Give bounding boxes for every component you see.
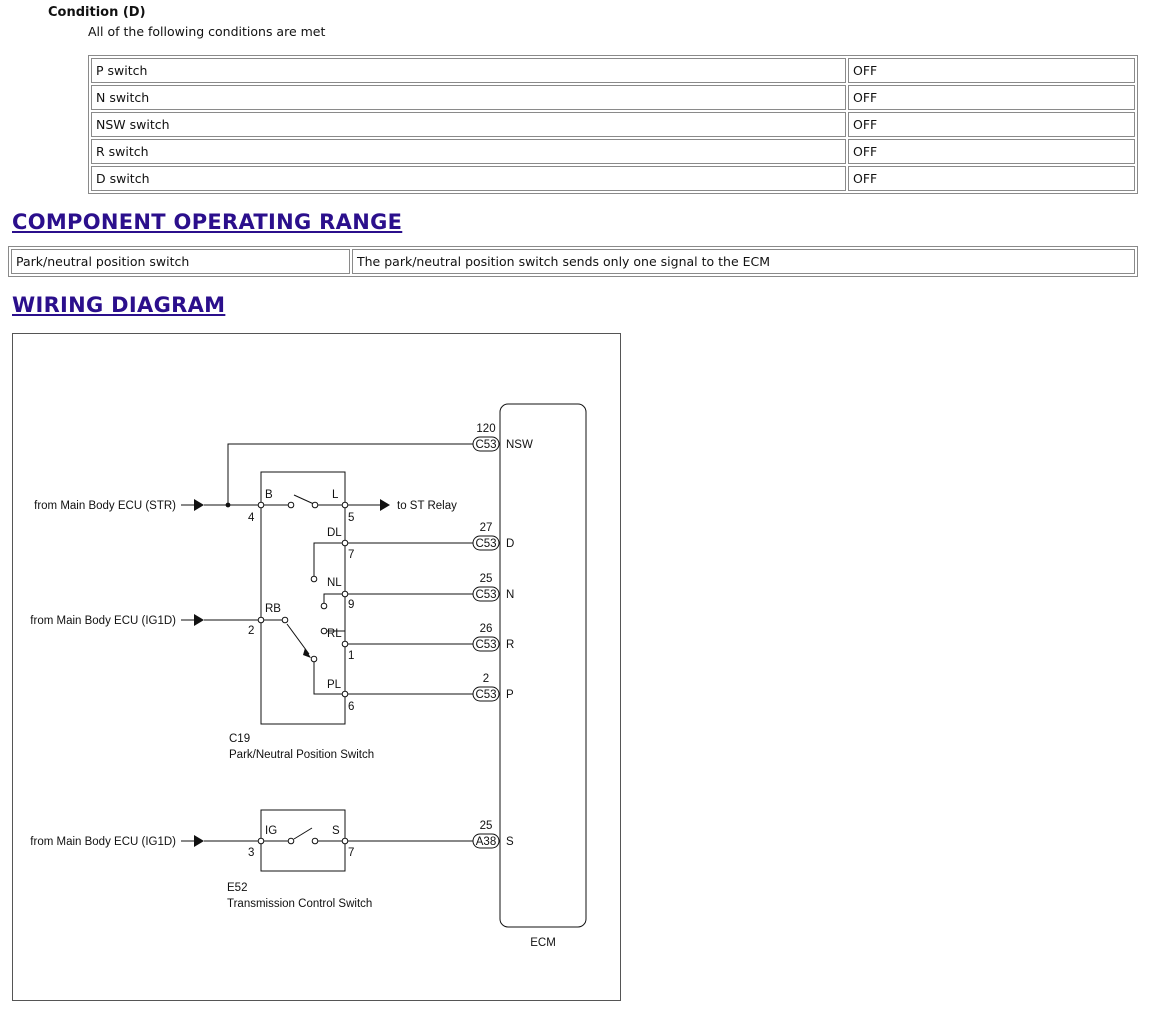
operating-range-table: Park/neutral position switch The park/ne… bbox=[8, 246, 1138, 277]
ecm-pin-number: 120 bbox=[476, 423, 495, 435]
table-cell: OFF bbox=[848, 139, 1135, 164]
arrow-head-icon bbox=[303, 648, 311, 658]
table-cell: The park/neutral position switch sends o… bbox=[352, 249, 1135, 274]
table-cell: OFF bbox=[848, 166, 1135, 191]
ecm-signal: P bbox=[506, 689, 514, 701]
connector-pill bbox=[472, 686, 500, 702]
ecm-signal: S bbox=[506, 836, 514, 848]
table-row: R switch OFF bbox=[91, 139, 1135, 164]
ecm-box bbox=[499, 403, 587, 928]
table-cell: OFF bbox=[848, 58, 1135, 83]
pin-number: 7 bbox=[348, 549, 354, 561]
table-row: P switch OFF bbox=[91, 58, 1135, 83]
table-row: NSW switch OFF bbox=[91, 112, 1135, 137]
ecm-signal: N bbox=[506, 589, 514, 601]
terminals bbox=[257, 501, 349, 845]
table-cell: OFF bbox=[848, 112, 1135, 137]
connector-code: C53 bbox=[475, 689, 496, 701]
terminal-label: RL bbox=[327, 628, 342, 640]
ecm-pin-number: 2 bbox=[483, 673, 489, 685]
pn-switch-box bbox=[260, 471, 346, 725]
terminal-label: NL bbox=[327, 577, 342, 589]
pin-number: 3 bbox=[248, 847, 254, 859]
terminal-label: PL bbox=[327, 679, 342, 691]
arrow-right-icon bbox=[380, 499, 390, 511]
ecm-pin-number: 26 bbox=[480, 623, 493, 635]
table-row: D switch OFF bbox=[91, 166, 1135, 191]
wiring-diagram: from Main Body ECU (STR) from Main Body … bbox=[12, 333, 621, 1001]
pin-number: 2 bbox=[248, 625, 254, 637]
table-cell: NSW switch bbox=[91, 112, 846, 137]
arrow-right-icon bbox=[194, 499, 204, 511]
pin-number: 7 bbox=[348, 847, 354, 859]
table-row: N switch OFF bbox=[91, 85, 1135, 110]
wires bbox=[181, 403, 587, 928]
terminal-label: IG bbox=[265, 825, 277, 837]
table-cell: Park/neutral position switch bbox=[11, 249, 350, 274]
operating-range-heading[interactable]: COMPONENT OPERATING RANGE bbox=[12, 210, 403, 234]
pin-number: 1 bbox=[348, 650, 354, 662]
table-row: Park/neutral position switch The park/ne… bbox=[11, 249, 1135, 274]
table-cell: N switch bbox=[91, 85, 846, 110]
terminal-label: S bbox=[332, 825, 340, 837]
arrow-right-icon bbox=[194, 835, 204, 847]
connector-code: A38 bbox=[476, 836, 496, 848]
table-cell: OFF bbox=[848, 85, 1135, 110]
table-cell: D switch bbox=[91, 166, 846, 191]
terminal-label: RB bbox=[265, 603, 281, 615]
arrow-icons bbox=[194, 499, 390, 847]
pin-number: 9 bbox=[348, 599, 354, 611]
table-cell: P switch bbox=[91, 58, 846, 83]
source-label: from Main Body ECU (IG1D) bbox=[30, 836, 176, 848]
wiring-diagram-svg: from Main Body ECU (STR) from Main Body … bbox=[30, 403, 587, 949]
connector-code: C53 bbox=[475, 589, 496, 601]
terminal-label: L bbox=[332, 489, 339, 501]
st-relay-label: to ST Relay bbox=[397, 500, 457, 512]
nsw-wire bbox=[227, 443, 473, 505]
connector-code: C53 bbox=[475, 538, 496, 550]
ecm-signal: R bbox=[506, 639, 514, 651]
component-name: Park/Neutral Position Switch bbox=[229, 749, 374, 761]
wiring-diagram-heading[interactable]: WIRING DIAGRAM bbox=[12, 293, 226, 317]
ecm-signal: NSW bbox=[506, 439, 533, 451]
source-label: from Main Body ECU (STR) bbox=[34, 500, 176, 512]
connector-pill bbox=[472, 535, 500, 551]
condition-subtitle: All of the following conditions are met bbox=[88, 24, 326, 39]
ig-s-contact bbox=[293, 827, 313, 840]
connector-code: C53 bbox=[475, 439, 496, 451]
arrow-right-icon bbox=[194, 614, 204, 626]
component-code: E52 bbox=[227, 882, 247, 894]
component-code: C19 bbox=[229, 733, 250, 745]
source-label: from Main Body ECU (IG1D) bbox=[30, 615, 176, 627]
table-cell: R switch bbox=[91, 139, 846, 164]
ecm-signal: D bbox=[506, 538, 514, 550]
connector-pill bbox=[472, 636, 500, 652]
connector-pill bbox=[472, 436, 500, 452]
component-name: Transmission Control Switch bbox=[227, 898, 372, 910]
pin-number: 4 bbox=[248, 512, 255, 524]
condition-table: P switch OFF N switch OFF NSW switch OFF… bbox=[88, 55, 1138, 194]
pin-number: 6 bbox=[348, 701, 354, 713]
connector-code: C53 bbox=[475, 639, 496, 651]
connector-pill bbox=[472, 833, 500, 849]
condition-title: Condition (D) bbox=[48, 5, 146, 20]
terminal-label: DL bbox=[327, 527, 342, 539]
junction-dot bbox=[225, 502, 231, 508]
ecm-pin-number: 25 bbox=[480, 573, 493, 585]
connector-pill bbox=[472, 586, 500, 602]
terminal-label: B bbox=[265, 489, 273, 501]
ecm-pin-number: 25 bbox=[480, 820, 493, 832]
ecm-pin-number: 27 bbox=[480, 522, 493, 534]
pin-number: 5 bbox=[348, 512, 354, 524]
ecm-label: ECM bbox=[530, 937, 556, 949]
